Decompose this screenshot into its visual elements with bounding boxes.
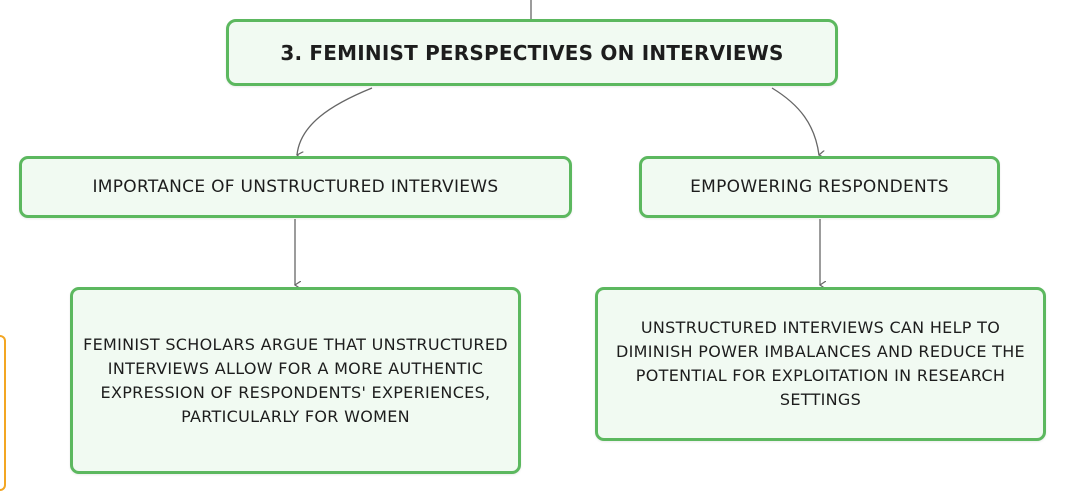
connector-root-to-left xyxy=(297,87,373,155)
connector-root-to-right xyxy=(771,87,819,155)
detail-text: UNSTRUCTURED INTERVIEWS CAN HELP TO DIMI… xyxy=(616,318,1025,409)
branch-label: EMPOWERING RESPONDENTS xyxy=(690,177,949,197)
detail-node-importance[interactable]: FEMINIST SCHOLARS ARGUE THAT UNSTRUCTURE… xyxy=(70,287,521,474)
branch-node-empowering[interactable]: EMPOWERING RESPONDENTS xyxy=(639,156,1000,218)
branch-node-importance[interactable]: IMPORTANCE OF UNSTRUCTURED INTERVIEWS xyxy=(19,156,572,218)
root-label: 3. FEMINIST PERSPECTIVES ON INTERVIEWS xyxy=(280,40,784,65)
root-node[interactable]: 3. FEMINIST PERSPECTIVES ON INTERVIEWS xyxy=(226,19,838,86)
side-panel-tab[interactable] xyxy=(0,335,6,491)
branch-label: IMPORTANCE OF UNSTRUCTURED INTERVIEWS xyxy=(92,177,499,197)
detail-node-empowering[interactable]: UNSTRUCTURED INTERVIEWS CAN HELP TO DIMI… xyxy=(595,287,1046,441)
detail-text: FEMINIST SCHOLARS ARGUE THAT UNSTRUCTURE… xyxy=(83,334,508,426)
